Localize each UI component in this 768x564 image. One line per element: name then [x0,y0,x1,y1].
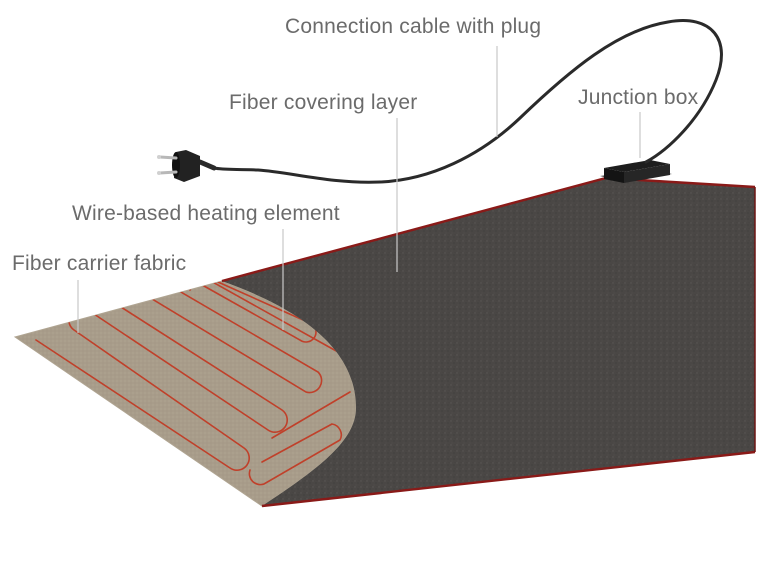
edge-trim-bottom [261,450,756,508]
label-connection-cable: Connection cable with plug [285,15,542,38]
label-fiber-carrier-fabric: Fiber carrier fabric [12,252,187,275]
label-junction-box: Junction box [578,86,699,109]
schuko-plug-icon [157,150,217,182]
connection-cable [212,19,723,184]
label-fiber-covering-layer: Fiber covering layer [229,91,418,114]
leader-lines [77,46,641,333]
junction-box-icon [600,160,672,183]
label-wire-heating-element: Wire-based heating element [72,202,340,225]
fiber-covering-layer [221,176,756,508]
